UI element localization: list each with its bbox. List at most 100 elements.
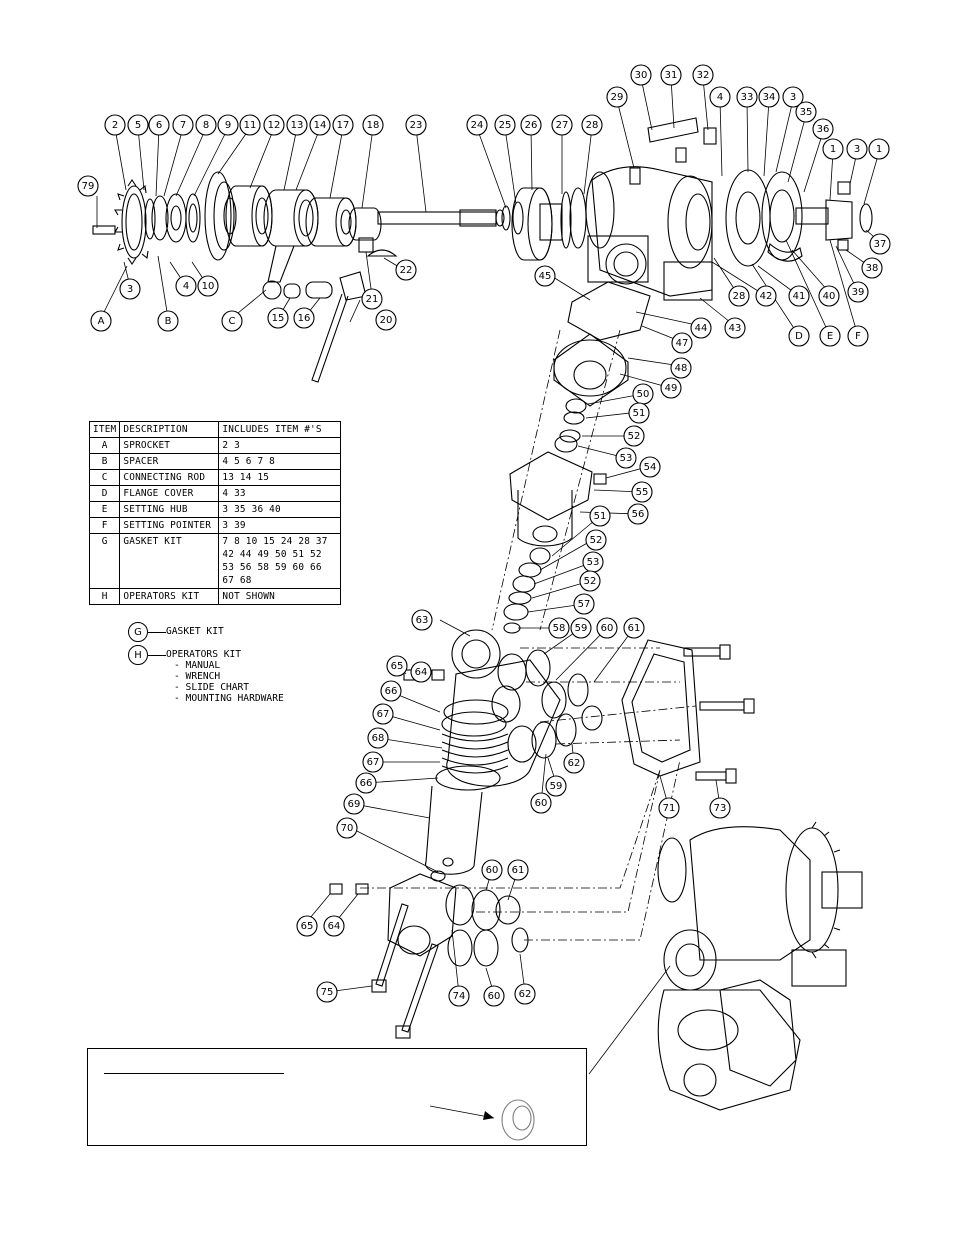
callout-circle (483, 985, 505, 1007)
callout-number: 33 (741, 92, 754, 103)
legend-sub-item: - MANUAL (174, 660, 221, 671)
callout-circle (343, 793, 365, 815)
callout-60: 60 (481, 859, 503, 881)
callout-number: 28 (733, 291, 746, 302)
callout-circle (411, 609, 433, 631)
callout-5: 5 (127, 114, 149, 136)
callout-number: 71 (663, 803, 676, 814)
callout-D: D (788, 325, 810, 347)
callout-59: 59 (545, 775, 567, 797)
item-code: D (88, 485, 121, 502)
callout-circle (395, 259, 417, 281)
callout-45: 45 (534, 265, 556, 287)
callout-48: 48 (670, 357, 692, 379)
callout-circle (520, 114, 542, 136)
callout-number: 27 (556, 120, 569, 131)
callout-36: 36 (812, 118, 834, 140)
callout-circle (639, 456, 661, 478)
callout-circle (323, 915, 345, 937)
callout-number: 45 (539, 271, 552, 282)
callout-51: 51 (589, 505, 611, 527)
callout-number: 75 (321, 987, 334, 998)
callout-number: 6 (156, 120, 162, 131)
callout-number: 66 (360, 778, 373, 789)
callout-32: 32 (692, 64, 714, 86)
callout-number: 60 (535, 798, 548, 809)
callout-circle (628, 402, 650, 424)
callout-F: F (847, 325, 869, 347)
callout-number: 9 (225, 120, 231, 131)
callout-number: 50 (637, 389, 650, 400)
callout-circle (375, 309, 397, 331)
callout-number: 67 (367, 757, 380, 768)
callout-24: 24 (466, 114, 488, 136)
callout-number: 55 (636, 487, 649, 498)
sprocket (114, 179, 149, 265)
callout-70: 70 (336, 817, 358, 839)
item-includes: 4 5 6 7 8 (218, 453, 341, 470)
callout-number: 24 (471, 120, 484, 131)
callout-57: 57 (573, 593, 595, 615)
callout-60: 60 (530, 792, 552, 814)
callout-circle (127, 114, 149, 136)
callout-circle (90, 310, 112, 332)
legend-leader (148, 632, 166, 633)
callout-58: 58 (548, 617, 570, 639)
callout-circle (481, 859, 503, 881)
callout-circle (581, 114, 603, 136)
callout-circle (606, 86, 628, 108)
callout-circle (589, 505, 611, 527)
callout-49: 49 (660, 377, 682, 399)
callout-circle (239, 114, 261, 136)
callout-number: 4 (717, 92, 723, 103)
item-code: G (88, 533, 121, 589)
callout-54: 54 (639, 456, 661, 478)
callout-59: 59 (570, 617, 592, 639)
callout-circle (172, 114, 194, 136)
callout-39: 39 (847, 281, 869, 303)
callout-67: 67 (372, 703, 394, 725)
callout-37: 37 (869, 233, 891, 255)
callout-circle (386, 655, 408, 677)
callout-7: 7 (172, 114, 194, 136)
callout-number: 18 (367, 120, 380, 131)
callout-number: 73 (714, 803, 727, 814)
callout-number: E (827, 331, 833, 342)
callout-63: 63 (411, 609, 433, 631)
leader-lines (96, 77, 881, 1120)
assembled-view-illustration (657, 821, 863, 1111)
callout-22: 22 (395, 259, 417, 281)
callout-31: 31 (660, 64, 682, 86)
legend-label: OPERATORS KIT (166, 649, 242, 660)
callout-number: 25 (499, 120, 512, 131)
callout-circle (788, 285, 810, 307)
callout-number: 3 (127, 284, 133, 295)
callout-21: 21 (361, 288, 383, 310)
item-includes: 4 33 (218, 485, 341, 502)
callout-20: 20 (375, 309, 397, 331)
callout-number: 51 (633, 408, 646, 419)
callout-circle (670, 357, 692, 379)
callout-number: 37 (874, 239, 887, 250)
callout-number: D (795, 331, 803, 342)
callout-number: 63 (416, 615, 429, 626)
callout-number: 52 (590, 535, 603, 546)
callout-circle (410, 661, 432, 683)
callout-circle (77, 175, 99, 197)
callout-26: 26 (520, 114, 542, 136)
callout-circle (316, 981, 338, 1003)
callout-number: 2 (112, 120, 118, 131)
callout-4: 4 (709, 86, 731, 108)
callout-number: 54 (644, 462, 657, 473)
item-includes: 2 3 (218, 437, 341, 454)
callout-number: 43 (729, 323, 742, 334)
item-description: SETTING POINTER (119, 517, 220, 534)
item-includes: 13 14 15 (218, 469, 341, 486)
callout-38: 38 (861, 257, 883, 279)
callout-12: 12 (263, 114, 285, 136)
callout-number: 61 (512, 865, 525, 876)
callout-27: 27 (551, 114, 573, 136)
callout-circle (630, 64, 652, 86)
callout-circle (286, 114, 308, 136)
